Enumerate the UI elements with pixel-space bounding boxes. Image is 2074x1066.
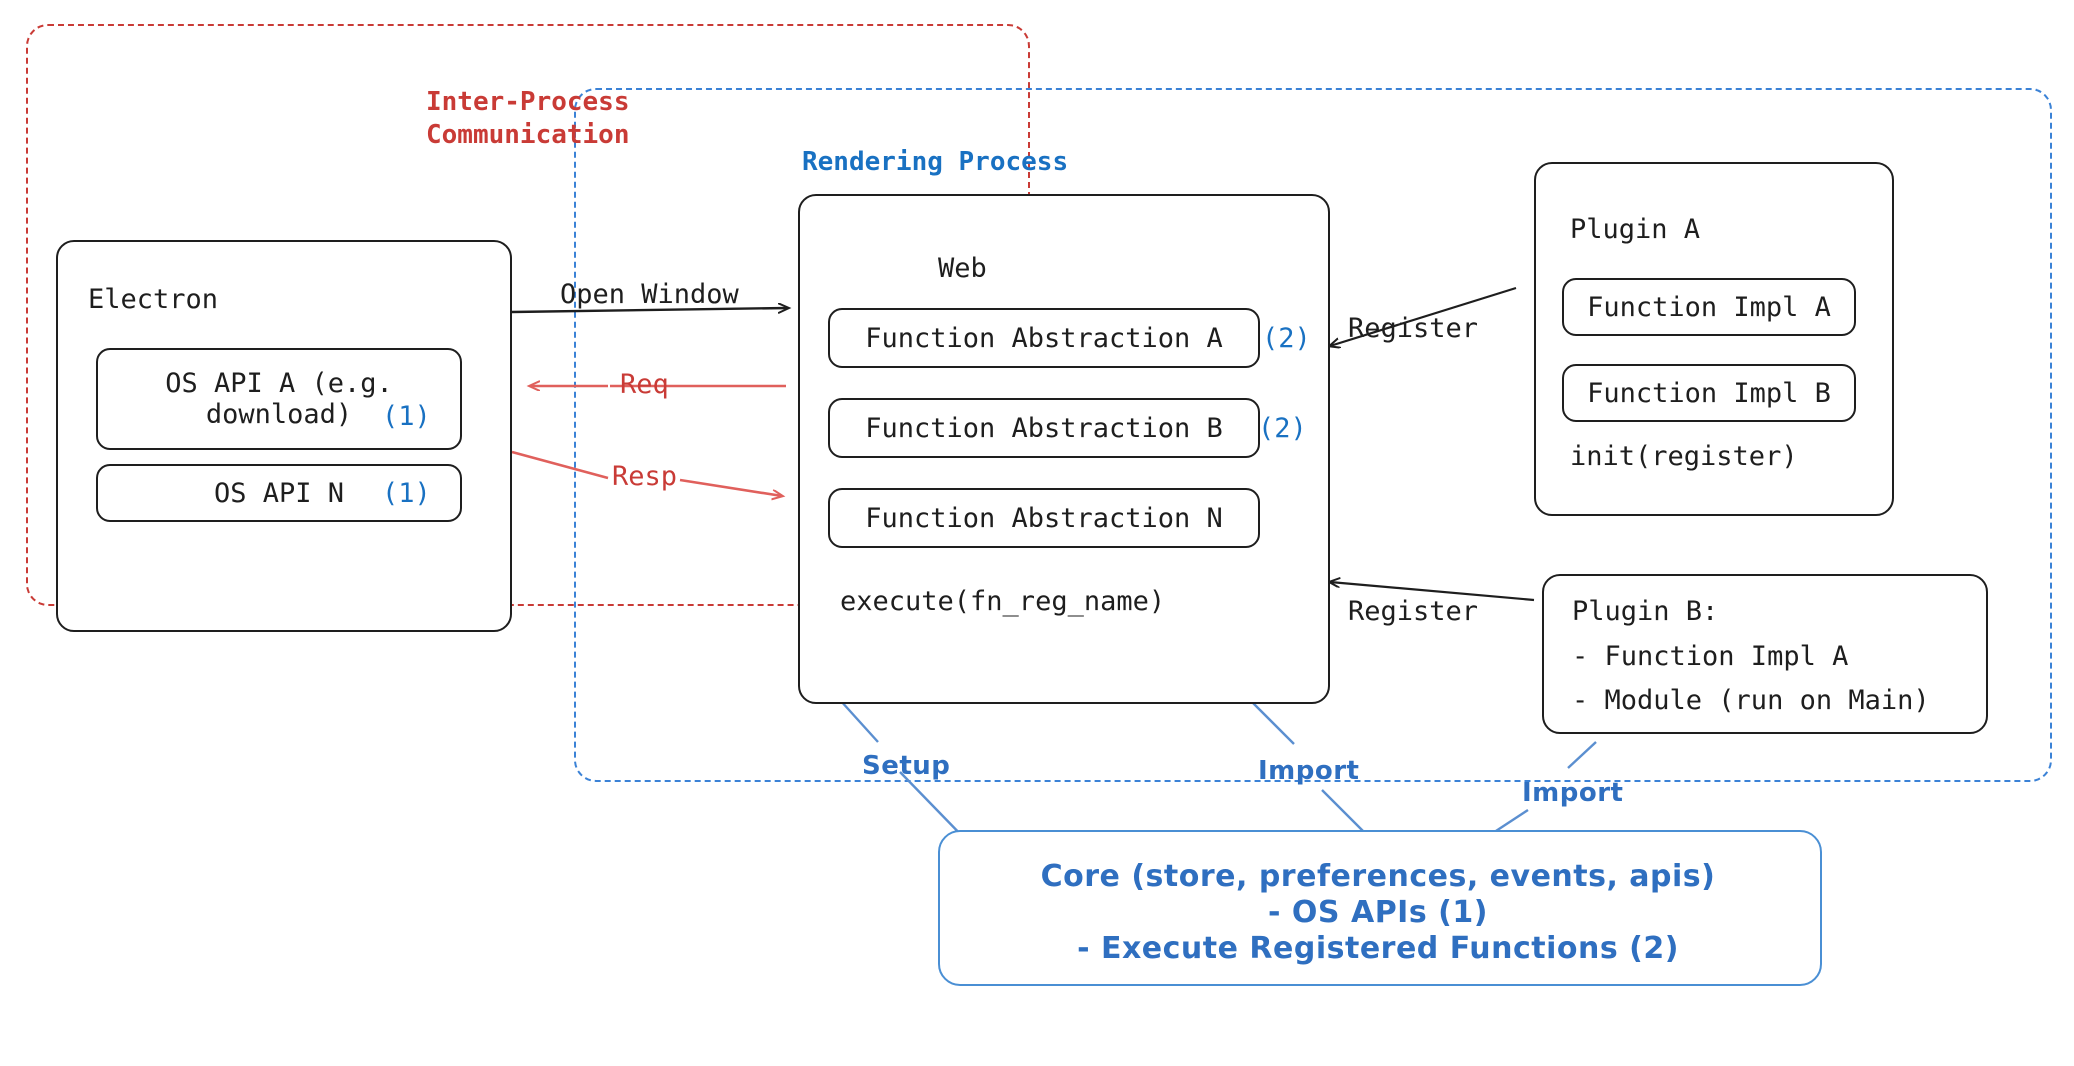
function-abstraction-b-chip[interactable]: Function Abstraction B [828,398,1260,458]
os-api-a-chip[interactable]: OS API A (e.g. download) [96,348,462,450]
setup-label: Setup [862,751,951,781]
plugin-b-box[interactable] [1542,574,1988,734]
electron-title: Electron [88,284,219,315]
req-label: Req [620,369,669,400]
plugin-a-function-impl-a-label: Function Impl A [1587,291,1831,323]
function-abstraction-a-marker: (2) [1262,323,1311,354]
function-abstraction-b-label: Function Abstraction B [865,412,1223,444]
os-api-a-marker: (1) [382,401,431,432]
plugin-b-line-2: - Function Impl A [1572,641,1849,672]
plugin-a-function-impl-b-label: Function Impl B [1587,377,1831,409]
rendering-process-group-container [574,88,2052,782]
web-title: Web [938,253,987,284]
ipc-group-label: Inter-Process Communication [426,87,630,151]
plugin-a-function-impl-b-chip[interactable]: Function Impl B [1562,364,1856,422]
import-left-label: Import [1258,756,1360,786]
import-right-label: Import [1522,778,1624,808]
os-api-n-marker: (1) [382,478,431,509]
os-api-n-label: OS API N [213,477,345,509]
core-line-1: Core (store, preferences, events, apis) [1040,859,1716,894]
open-window-label: Open Window [560,279,739,310]
function-abstraction-a-chip[interactable]: Function Abstraction A [828,308,1260,368]
plugin-a-init-label: init(register) [1570,441,1798,472]
plugin-a-function-impl-a-chip[interactable]: Function Impl A [1562,278,1856,336]
rendering-process-group-label: Rendering Process [802,147,1069,177]
plugin-a-title: Plugin A [1570,214,1701,245]
core-line-3: - Execute Registered Functions (2) [1077,931,1679,966]
function-abstraction-a-label: Function Abstraction A [865,322,1223,354]
plugin-b-line-1: Plugin B: [1572,596,1719,627]
core-box[interactable] [938,830,1822,986]
web-execute-label: execute(fn_reg_name) [840,586,1166,617]
function-abstraction-n-label: Function Abstraction N [865,502,1223,534]
os-api-a-label: OS API A (e.g. download) [165,368,393,430]
resp-label: Resp [612,461,678,492]
os-api-n-chip[interactable]: OS API N [96,464,462,522]
register-top-label: Register [1348,313,1479,344]
plugin-a-box[interactable] [1534,162,1894,516]
plugin-b-line-3: - Module (run on Main) [1572,685,1930,716]
function-abstraction-n-chip[interactable]: Function Abstraction N [828,488,1260,548]
register-bottom-label: Register [1348,596,1479,627]
function-abstraction-b-marker: (2) [1258,413,1307,444]
core-line-2: - OS APIs (1) [1268,895,1488,930]
